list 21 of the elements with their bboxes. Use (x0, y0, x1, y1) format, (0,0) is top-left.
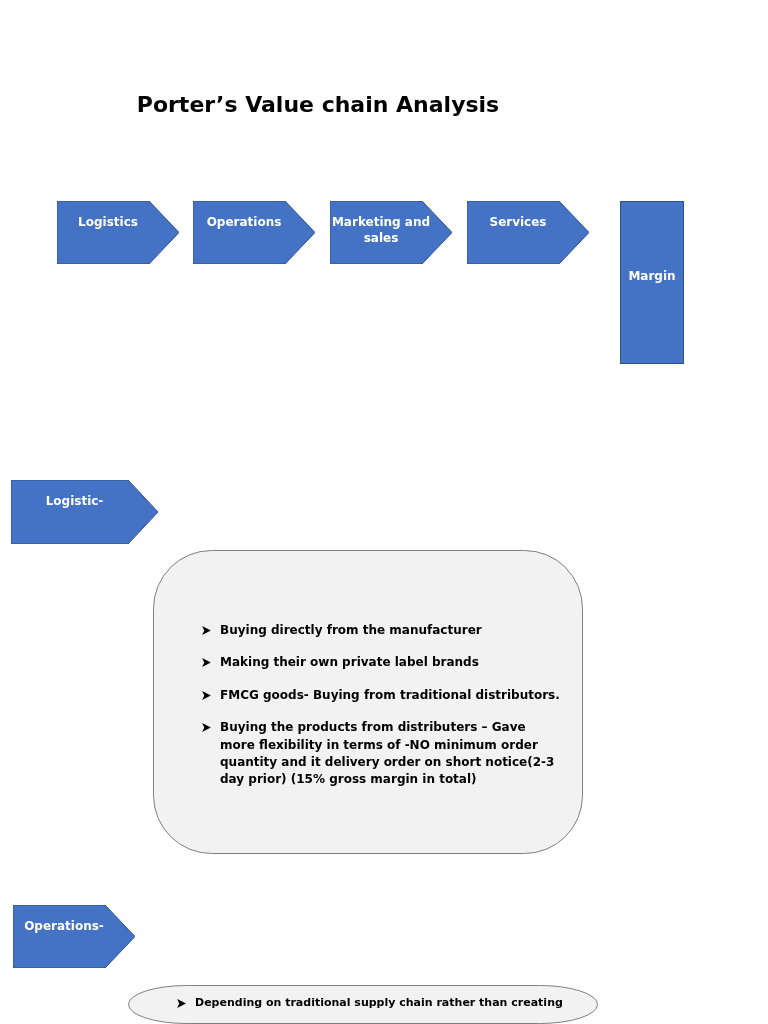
slide-title: Porter’s Value chain Analysis (135, 92, 501, 117)
chevron-shape (57, 201, 179, 264)
bullet-text: Depending on traditional supply chain rather than creating (195, 995, 563, 1011)
bullet-text: Making their own private label brands (220, 654, 479, 672)
bullet-text: FMCG goods- Buying from traditional distributors. (220, 686, 560, 704)
step-label: Marketing and sales (330, 214, 432, 247)
chevron-shape (13, 905, 135, 968)
rounded-text-box (153, 550, 583, 854)
bar-shape (620, 201, 684, 364)
bullet-text: Buying the products from distributers – Gave more flexibility in terms of -NO minimum order quantity and it delivery order on short notice(2-3 day prior) (15% gross margin in total) (220, 719, 556, 789)
chevron-shape (330, 201, 452, 264)
step-label: Services (488, 214, 548, 231)
chevron-shape (193, 201, 315, 264)
step-label: Margin (627, 267, 677, 285)
chevron-shape (11, 480, 158, 544)
step-label: Logistic- (44, 493, 105, 510)
bullet-text: Buying directly from the manufacturer (220, 622, 482, 639)
chevron-shape (467, 201, 589, 264)
step-label: Operations (205, 214, 283, 231)
step-label: Logistics (77, 214, 139, 231)
step-label: Operations- (23, 918, 105, 935)
